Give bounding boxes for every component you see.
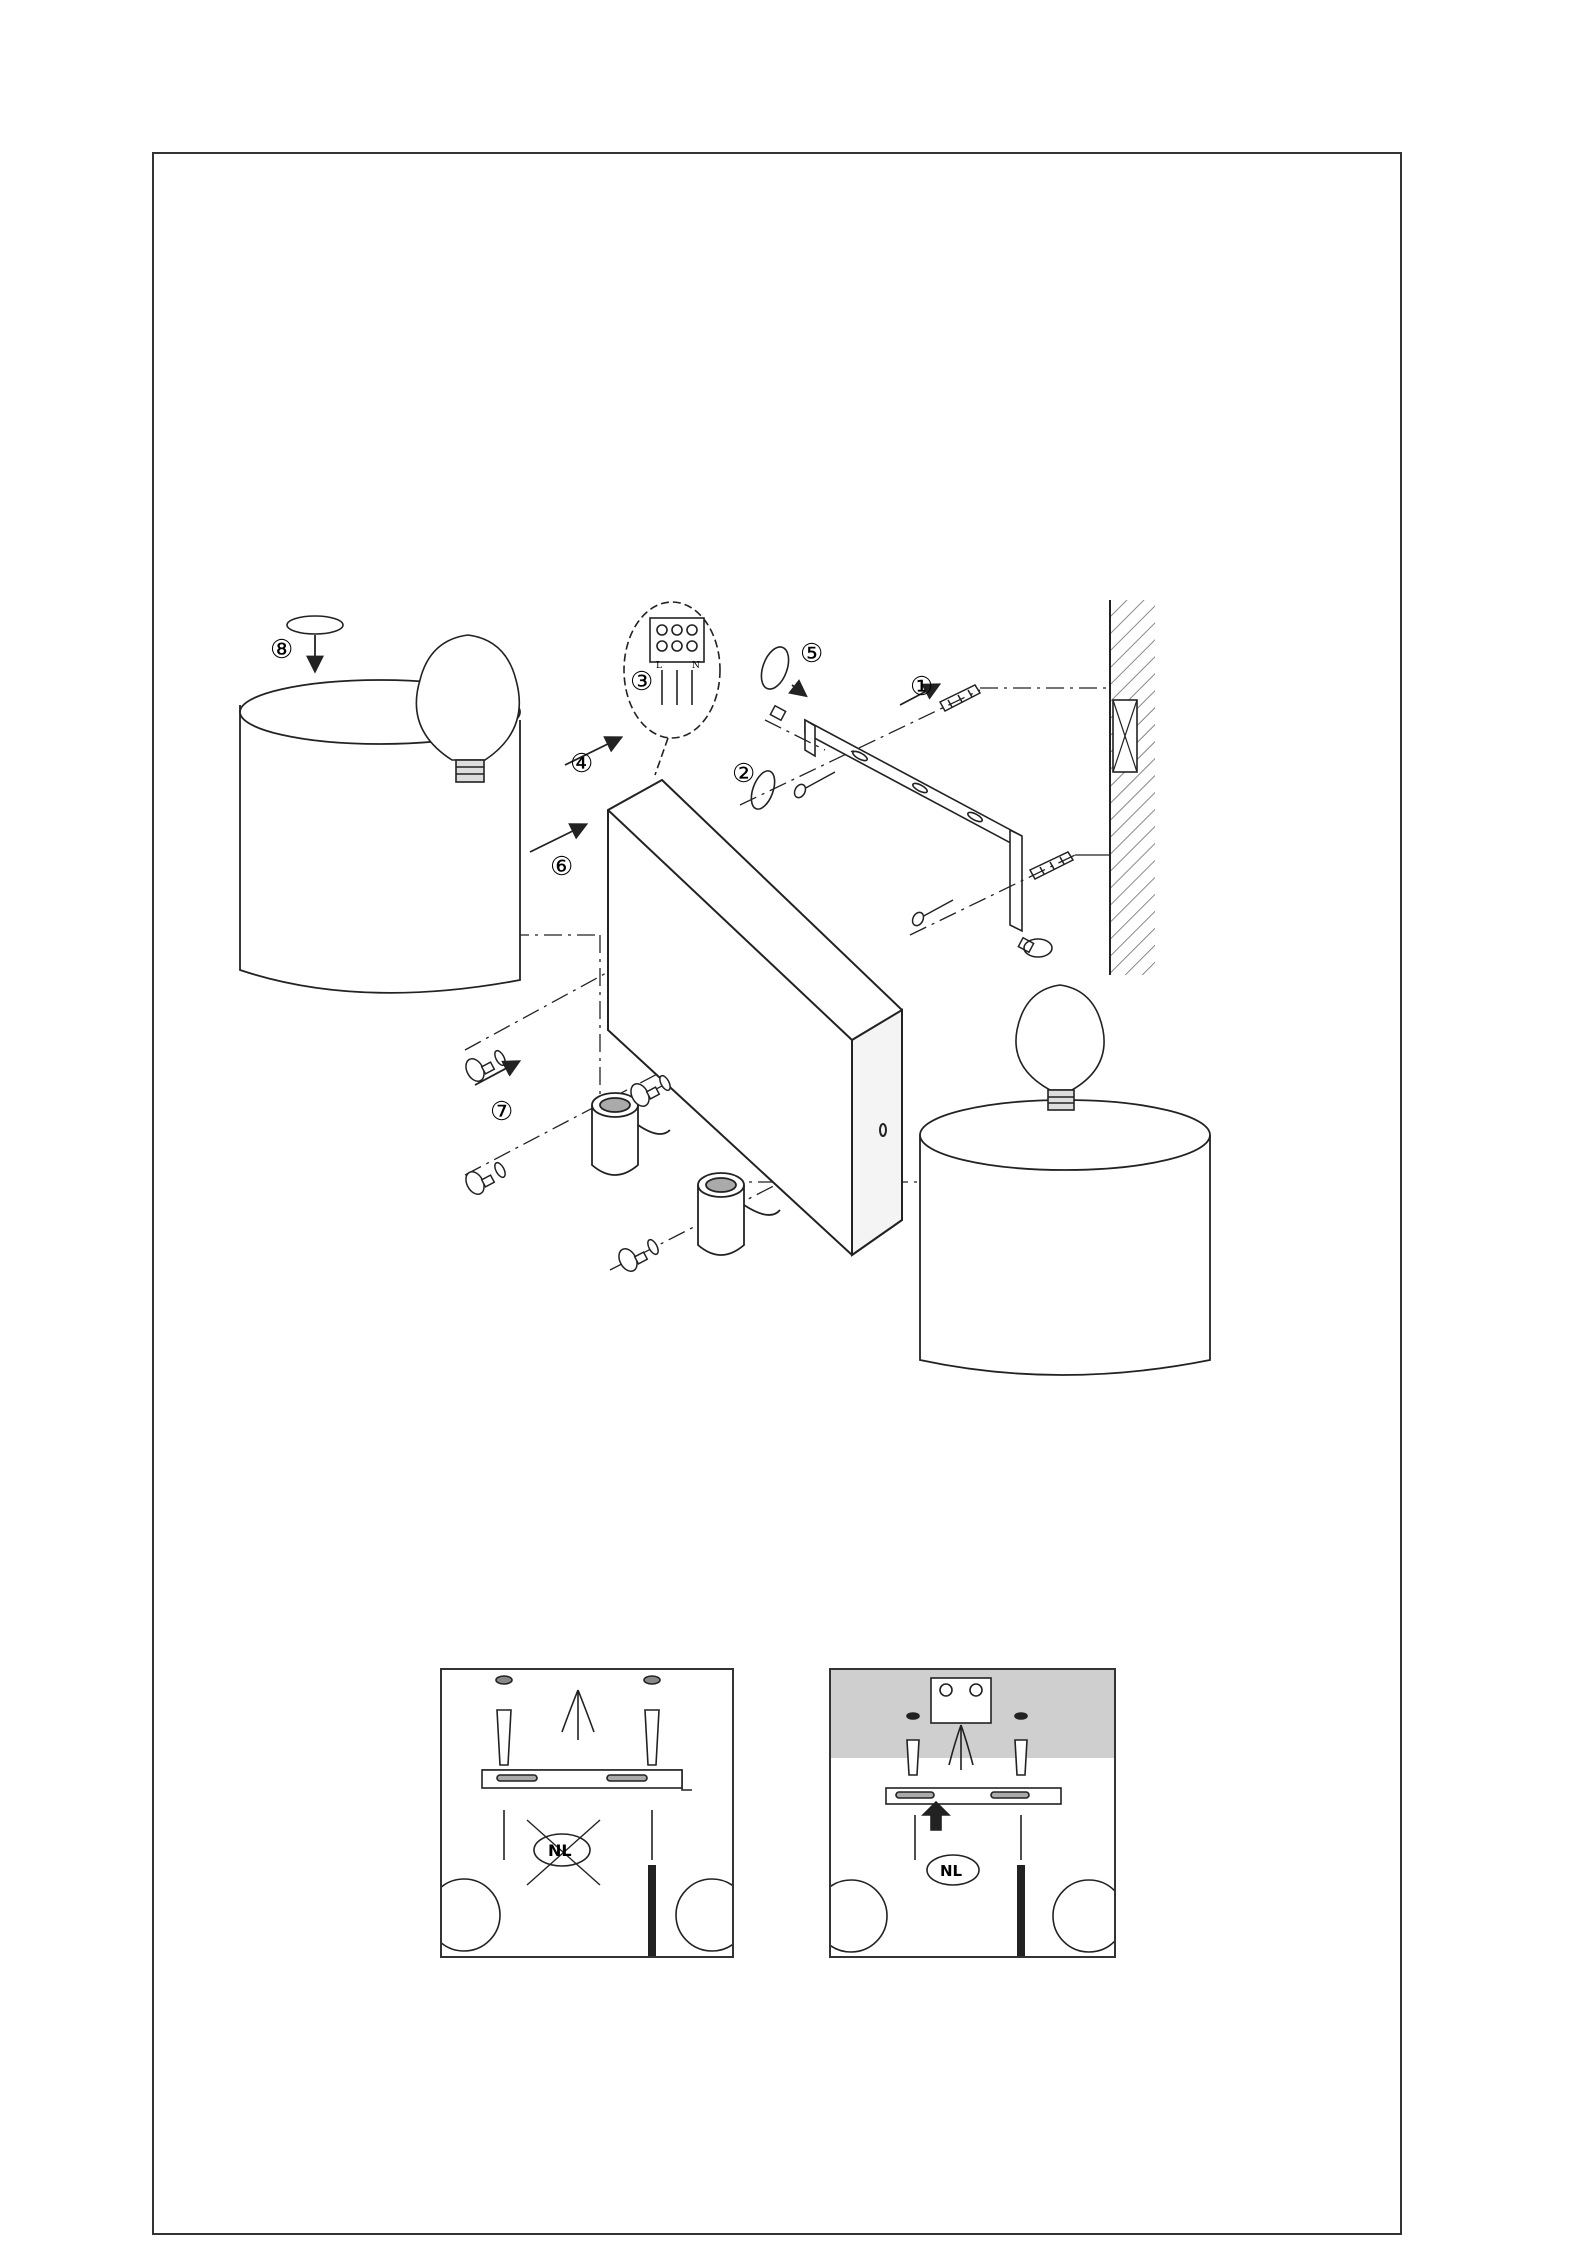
step-1-label: ① — [910, 672, 933, 702]
step-6-label: ⑥ — [550, 852, 573, 882]
socket-left — [592, 1093, 670, 1175]
terminal-label-l: L — [656, 661, 662, 671]
assembly-diagram: L N ① ② ③ ④ ⑤ ⑥ ⑦ ⑧ — [220, 590, 1260, 1410]
bulb-right — [1016, 985, 1104, 1110]
ceiling-hole-right-icon-right — [1015, 1713, 1027, 1719]
knob-screw-2 — [462, 1161, 507, 1197]
inset-incorrect-mounting: NL — [440, 1668, 734, 1958]
screwdriver-detail-icon — [676, 1879, 732, 1951]
mounting-bracket — [805, 720, 1022, 931]
wall-plug-right-icon — [645, 1710, 659, 1765]
nl-label-right: NL — [940, 1862, 963, 1880]
wall-plug-left-icon — [497, 1710, 511, 1765]
screw-lower — [910, 900, 953, 928]
wires-icon — [562, 1690, 594, 1740]
wall-plug-lower — [1030, 852, 1073, 879]
ceiling-hole-left-icon — [496, 1676, 512, 1684]
lamp-shade-right — [920, 1100, 1210, 1375]
step-3-label: ③ — [630, 667, 653, 697]
nut-upper — [770, 706, 785, 720]
drill-detail-icon — [442, 1879, 500, 1951]
screwdriver-detail-icon-right — [1053, 1880, 1114, 1952]
wall-plug-upper — [940, 685, 980, 711]
step-5-label: ⑤ — [800, 639, 823, 669]
wall-plug-left-icon-right — [907, 1740, 919, 1775]
junction-box-icon — [931, 1678, 991, 1723]
screw-upper — [792, 772, 835, 800]
ceiling-hole-right-icon — [644, 1676, 660, 1684]
inset-correct-mounting: NL — [829, 1668, 1116, 1958]
socket-right — [698, 1173, 780, 1255]
wall — [1110, 600, 1155, 975]
step-7-label: ⑦ — [490, 1097, 513, 1127]
knob-screw-4 — [615, 1238, 660, 1274]
step-4-label: ④ — [570, 749, 593, 779]
wall-plug-right-icon-right — [1015, 1740, 1027, 1775]
back-plate — [608, 780, 902, 1255]
terminal-label-n: N — [692, 661, 700, 671]
ceiling-hole-left-icon-right — [907, 1713, 919, 1719]
step-2-label: ② — [732, 759, 755, 789]
step-8-label: ⑧ — [270, 635, 293, 665]
push-up-arrow-icon — [923, 1802, 949, 1830]
nl-label-wrong: NL — [548, 1841, 572, 1860]
drill-detail-icon-right — [831, 1880, 887, 1952]
